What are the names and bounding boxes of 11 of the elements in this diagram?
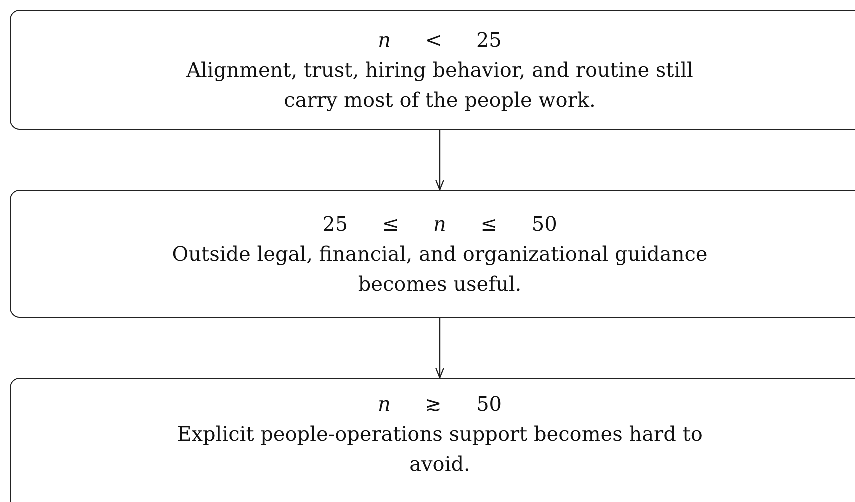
range-heading: 25 ≤ n ≤ 50 bbox=[322, 211, 558, 238]
arrow bbox=[436, 318, 444, 379]
stage-box bbox=[10, 190, 855, 318]
stage-box bbox=[10, 10, 855, 130]
stage-description: Alignment, trust, hiring behavior, and routine still carry most of the people work. bbox=[186, 57, 694, 114]
arrow bbox=[436, 130, 444, 191]
stage-box bbox=[10, 378, 855, 502]
stage-description: Explicit people-operations support becomes hard to avoid. bbox=[176, 421, 704, 478]
range-heading: n < 25 bbox=[378, 27, 502, 54]
stage-description: Outside legal, financial, and organizational guidance becomes useful. bbox=[171, 241, 709, 298]
range-heading: n ≳ 50 bbox=[378, 391, 502, 418]
